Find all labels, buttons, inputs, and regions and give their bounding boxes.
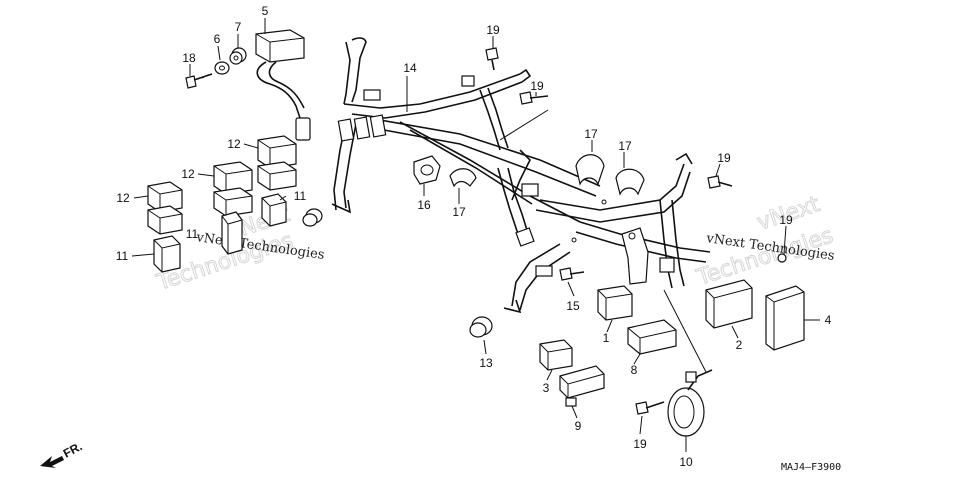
front-label: FR. — [61, 439, 85, 460]
part-11-socket-right — [261, 193, 287, 227]
part-11-socket-left — [153, 235, 181, 273]
part-12-relay-left — [147, 181, 183, 235]
part-13-grommet — [469, 316, 493, 338]
part-17-clamp-left — [449, 168, 477, 188]
label-part-4: 4 — [825, 313, 832, 327]
label-part-12-left: 12 — [116, 191, 130, 205]
label-part-18: 18 — [182, 51, 196, 65]
label-part-17-center: 17 — [584, 127, 598, 141]
part-18-bolt — [185, 73, 213, 89]
label-part-11-right: 11 — [294, 189, 307, 203]
diagram-code: MAJ4–F3900 — [781, 462, 841, 473]
label-part-6: 6 — [214, 32, 221, 46]
part-10-horn — [667, 369, 713, 437]
label-part-19-right-lower: 19 — [779, 213, 793, 227]
label-part-8: 8 — [631, 363, 638, 377]
part-12-relay-middle — [213, 161, 253, 217]
part-number-labels: 1 2 3 4 5 6 7 8 9 10 11 11 11 12 12 12 1… — [116, 4, 832, 469]
label-part-5: 5 — [262, 4, 269, 18]
part-17-clamp-right — [615, 168, 645, 196]
label-part-14: 14 — [403, 61, 417, 75]
part-4-control-unit — [765, 285, 805, 351]
watermark-right: vNext Technologies vNext Technologies — [693, 191, 837, 291]
label-part-13: 13 — [479, 356, 493, 370]
part-3-coupler — [539, 339, 573, 371]
part-16-clamp — [413, 155, 441, 185]
label-part-15: 15 — [566, 299, 580, 313]
label-part-2: 2 — [736, 338, 743, 352]
label-part-10: 10 — [679, 455, 693, 469]
part-12-relay-upper — [257, 135, 297, 191]
label-part-19-top: 19 — [486, 23, 500, 37]
part-19-bolt-top — [485, 47, 499, 71]
label-part-1: 1 — [603, 331, 610, 345]
part-19-bolt-upper-center — [519, 91, 549, 105]
grommet-small-center — [302, 208, 323, 227]
label-part-9: 9 — [575, 419, 582, 433]
label-part-17-left: 17 — [452, 205, 466, 219]
label-part-16: 16 — [417, 198, 431, 212]
part-2-unit — [705, 279, 753, 329]
label-part-11-left: 11 — [116, 249, 129, 263]
label-part-12-upper: 12 — [227, 137, 241, 151]
label-part-12-middle: 12 — [181, 167, 195, 181]
part-19-bolt-bottom — [635, 401, 665, 415]
part-19-bolt-right — [707, 175, 733, 189]
label-part-17-right: 17 — [618, 139, 632, 153]
part-17-clamp-center — [575, 154, 605, 186]
part-11-socket-center — [221, 211, 243, 255]
part-9-unit — [559, 365, 605, 407]
part-1-coupler — [597, 285, 633, 321]
label-part-19-right: 19 — [717, 151, 731, 165]
part-15-bolt — [559, 267, 585, 281]
label-part-19-upper-center: 19 — [530, 79, 544, 93]
front-direction-marker: FR. — [40, 439, 84, 468]
label-part-3: 3 — [543, 381, 550, 395]
part-6-washer — [214, 61, 230, 75]
leader-lines — [131, 18, 820, 452]
label-part-11-center: 11 — [186, 227, 199, 241]
part-19-bolt-right-lower — [777, 253, 787, 263]
part-5-relay-with-cable — [255, 29, 311, 141]
part-8-unit — [627, 319, 677, 355]
front-arrow-icon — [40, 456, 64, 468]
label-part-19-bottom: 19 — [633, 437, 647, 451]
label-part-7: 7 — [235, 20, 242, 34]
main-frame-stay — [331, 37, 711, 314]
part-7-grommet — [229, 47, 247, 65]
